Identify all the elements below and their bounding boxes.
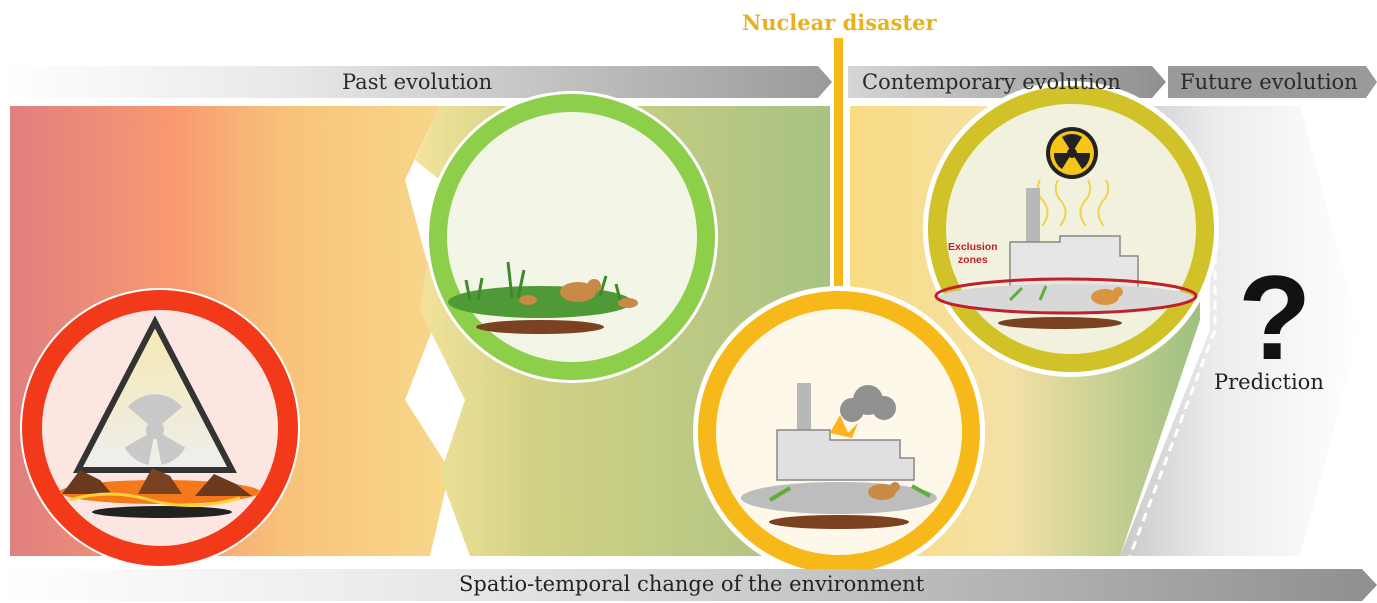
stage-exclusion-zone (923, 81, 1219, 377)
radiation-waves (1036, 179, 1110, 227)
mouse-icon (519, 279, 638, 308)
smoke-icon (840, 385, 896, 422)
bottom-timeline-arrow (0, 569, 1377, 601)
exclusion-label-line1: Exclusion (948, 241, 998, 253)
contemporary-evolution-label: Contemporary evolution (862, 70, 1121, 94)
mouse-icon (868, 482, 900, 500)
nuclear-disaster-label: Nuclear disaster (742, 10, 937, 35)
exclusion-zones-label: Exclusion zones (948, 241, 998, 267)
explosion-icon (830, 415, 858, 438)
exclusion-zone-ellipse (934, 277, 1198, 315)
spatio-temporal-label: Spatio-temporal change of the environmen… (459, 572, 925, 596)
radiation-icon (124, 394, 186, 465)
radiation-sign-icon (1046, 127, 1098, 179)
prediction-label: Prediction (1214, 370, 1324, 394)
stage-nuclear-accident (693, 286, 985, 578)
mouse-icon (1091, 287, 1123, 305)
stage-ancient-environment (20, 288, 300, 568)
top-timeline-banner (0, 66, 1377, 98)
question-mark-icon: ? (1238, 251, 1312, 385)
past-evolution-label: Past evolution (342, 70, 493, 94)
future-evolution-arrow (1168, 66, 1377, 98)
exclusion-label-line2: zones (957, 254, 988, 266)
lava-icon (60, 468, 260, 518)
grass-icon (464, 261, 622, 301)
future-zone (1120, 106, 1360, 556)
stage-pre-disaster-ecosystem (426, 91, 718, 383)
nuclear-disaster-line (834, 38, 843, 300)
future-evolution-label: Future evolution (1180, 70, 1358, 94)
power-plant-icon (776, 383, 915, 481)
past-evolution-arrow (0, 66, 832, 98)
